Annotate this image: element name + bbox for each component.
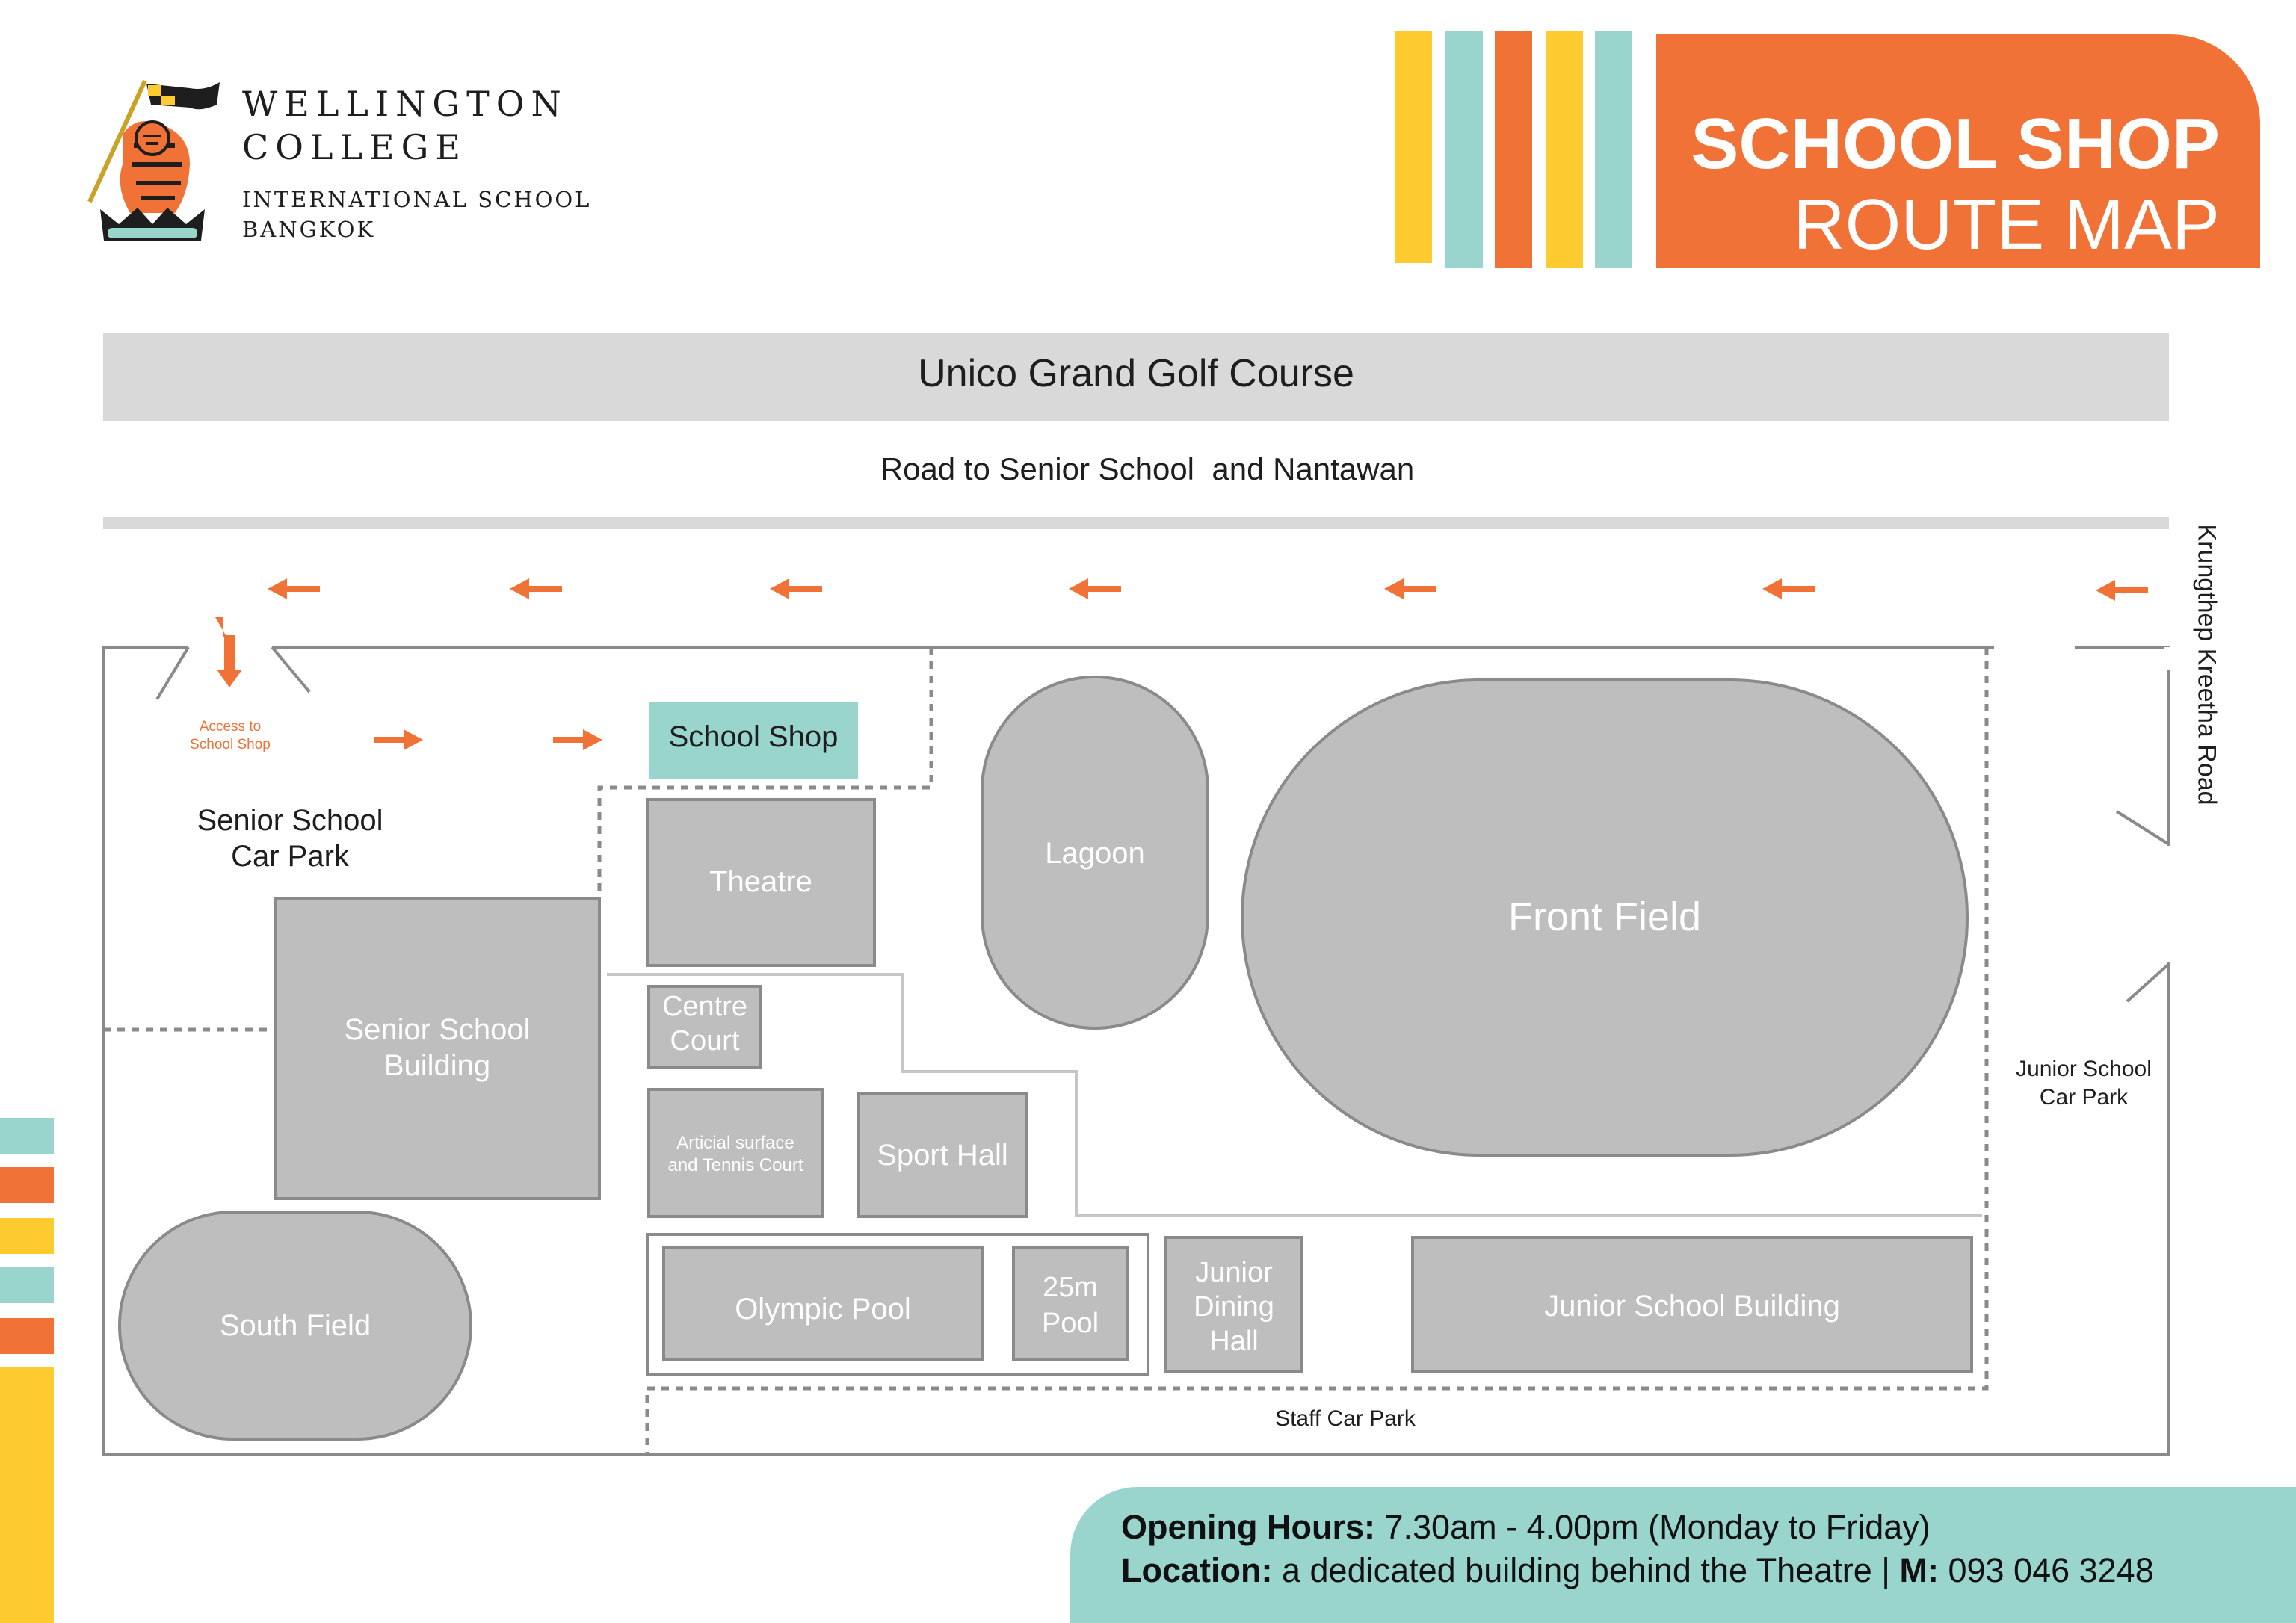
junior-car-park-label-2: Car Park <box>2039 1085 2129 1110</box>
lagoon-label: Lagoon <box>1045 837 1145 870</box>
senior-school-building <box>274 897 601 1200</box>
arrow-left-icon <box>268 578 320 599</box>
junior-dining-hall <box>1164 1236 1303 1373</box>
location-value: a dedicated building behind the Theatre … <box>1272 1551 1900 1589</box>
road-to-senior-label: Road to Senior School and Nantawan <box>880 451 1415 486</box>
junior-car-park-label-1: Junior School <box>2016 1057 2152 1081</box>
logo-subtitle-line2: BANGKOK <box>242 217 376 242</box>
road-line <box>103 517 2169 529</box>
junior-building-label: Junior School Building <box>1544 1290 1840 1323</box>
side-stripe-yellow <box>0 1218 54 1254</box>
arrow-right-icon <box>374 729 423 750</box>
side-stripe-orange <box>0 1167 54 1203</box>
route-arrows <box>215 578 2148 750</box>
dashed-paths <box>103 647 1989 1454</box>
arrow-right-icon <box>553 729 602 750</box>
pool-25m-label-1: 25m <box>1043 1272 1098 1303</box>
logo-wordmark-line2: COLLEGE <box>242 127 467 167</box>
junior-school-building <box>1411 1236 1973 1373</box>
location-line: Location: a dedicated building behind th… <box>1121 1551 2154 1590</box>
junior-dining-label-1: Junior <box>1195 1257 1273 1288</box>
articial-tennis-court <box>647 1088 824 1218</box>
senior-building-label-1: Senior School <box>344 1013 531 1046</box>
info-panel: Opening Hours: 7.30am - 4.00pm (Monday t… <box>1070 1487 2296 1623</box>
side-stripe-yellow-2 <box>0 1367 54 1623</box>
campus-boundary <box>102 646 2170 1456</box>
phone-label: M: <box>1899 1551 1939 1589</box>
title-banner: SCHOOL SHOP ROUTE MAP <box>1656 34 2260 268</box>
articial-label-1: Articial surface <box>676 1133 794 1153</box>
side-stripe-orange-2 <box>0 1318 54 1354</box>
arrow-left-icon <box>1384 578 1436 599</box>
opening-hours-label: Opening Hours: <box>1121 1508 1375 1546</box>
logo-wordmark-line1: WELLINGTON <box>242 84 568 124</box>
location-label: Location: <box>1121 1551 1273 1589</box>
decor-stripe-yellow-2 <box>1546 31 1583 268</box>
opening-hours-value: 7.30am - 4.00pm (Monday to Friday) <box>1374 1508 1931 1546</box>
opening-hours-line: Opening Hours: 7.30am - 4.00pm (Monday t… <box>1121 1508 1931 1547</box>
theatre-label: Theatre <box>709 865 812 898</box>
centre-court <box>647 985 762 1069</box>
junior-dining-label-2: Dining <box>1194 1291 1274 1323</box>
pool-25m-label-2: Pool <box>1041 1308 1099 1339</box>
access-label-line2: School Shop <box>190 737 271 752</box>
access-label-line1: Access to <box>199 719 262 735</box>
articial-label-2: and Tennis Court <box>667 1155 803 1175</box>
south-field-label: South Field <box>219 1309 371 1342</box>
pool-25m <box>1012 1246 1129 1361</box>
arrow-left-icon <box>1069 578 1121 599</box>
senior-car-park-label-1: Senior School <box>197 804 383 837</box>
arrow-left-icon <box>770 578 822 599</box>
centre-court-label-1: Centre <box>661 991 748 1022</box>
decor-stripe-orange <box>1495 31 1532 268</box>
lagoon <box>981 676 1209 1030</box>
decor-stripe-teal <box>1445 31 1483 268</box>
decor-stripe-yellow <box>1395 31 1432 263</box>
side-stripe-teal <box>0 1118 54 1154</box>
college-crest-logo <box>87 79 220 241</box>
side-stripe-teal-2 <box>0 1267 54 1303</box>
junior-dining-label-3: Hall <box>1209 1326 1259 1357</box>
arrow-down-icon <box>215 617 242 687</box>
senior-car-park-label-2: Car Park <box>231 840 349 873</box>
front-field-label: Front Field <box>1507 894 1702 939</box>
title-school-shop: SCHOOL SHOP <box>1691 104 2220 184</box>
walkway-lines <box>607 973 1982 1217</box>
title-route-map: ROUTE MAP <box>1793 185 2220 265</box>
school-shop-label[interactable]: School Shop <box>668 720 839 753</box>
olympic-pool-label: Olympic Pool <box>735 1293 911 1326</box>
golf-course-label: Unico Grand Golf Course <box>918 352 1354 395</box>
arrow-left-icon <box>510 578 562 599</box>
phone-value[interactable]: 093 046 3248 <box>1938 1551 2154 1589</box>
staff-car-park-label: Staff Car Park <box>1275 1406 1416 1431</box>
arrow-left-icon <box>1762 578 1815 599</box>
golf-course-bar <box>103 333 2169 421</box>
arrow-left-icon <box>2096 580 2148 601</box>
centre-court-label-2: Court <box>670 1025 740 1057</box>
theatre-building <box>646 798 876 967</box>
senior-building-label-2: Building <box>383 1049 491 1082</box>
decor-stripe-teal-2 <box>1595 31 1632 268</box>
sport-hall <box>857 1092 1028 1218</box>
pool-surround <box>646 1233 1149 1376</box>
sport-hall-label: Sport Hall <box>877 1139 1008 1172</box>
krungthep-road-label: Krungthep Kreetha Road <box>2192 524 2221 806</box>
school-shop-building <box>649 702 858 779</box>
olympic-pool <box>662 1246 984 1361</box>
south-field <box>118 1211 472 1441</box>
logo-subtitle-line1: INTERNATIONAL SCHOOL <box>242 187 592 212</box>
front-field <box>1241 678 1969 1157</box>
